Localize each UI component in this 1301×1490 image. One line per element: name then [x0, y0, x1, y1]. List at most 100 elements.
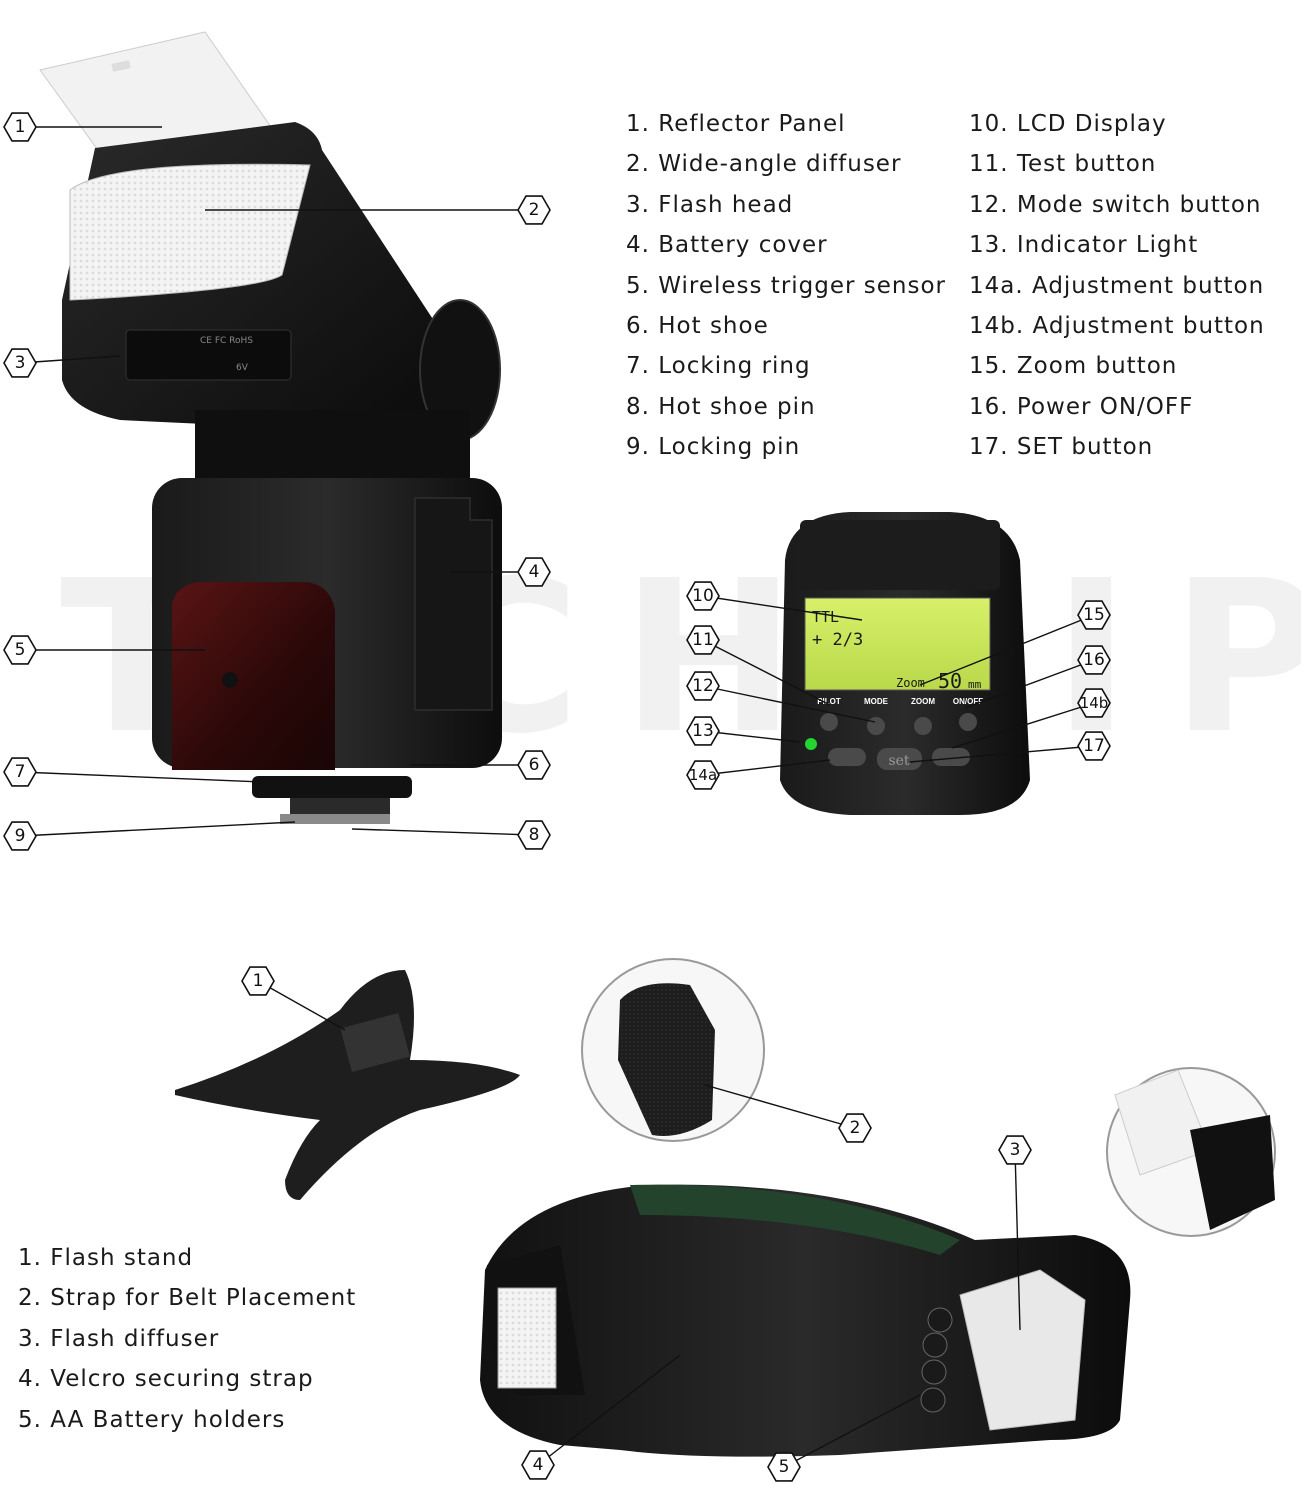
panel-callout-number: 11: [692, 630, 714, 650]
part-label-4: 4. Battery cover: [626, 232, 828, 259]
strap-inset-circle: [581, 958, 765, 1142]
lcd-mode: TTL: [812, 608, 839, 626]
flash-callout-8: 8: [517, 820, 551, 850]
accessory-callout-number: 3: [1010, 1140, 1021, 1160]
panel-leader-11: [702, 639, 831, 706]
accessory-callout-number: 5: [779, 1457, 790, 1477]
wide-angle-diffuser: [69, 163, 311, 301]
flash-leader-9: [19, 821, 296, 837]
flash-callout-5: 5: [3, 635, 37, 665]
diffuser-inset-circle: [1106, 1067, 1276, 1237]
panel-leader-17: [909, 745, 1095, 763]
accessory-leader-3: [1014, 1149, 1021, 1331]
battery-cover-shape: [414, 497, 493, 711]
accessory-callout-number: 4: [533, 1455, 544, 1475]
accessory-callout-1: 1: [241, 966, 275, 996]
left-adjust-button[interactable]: [828, 748, 866, 766]
part-label-5: 5. Wireless trigger sensor: [626, 272, 947, 299]
flash-callout-9: 9: [3, 821, 37, 851]
flash-leader-7: [19, 771, 263, 783]
part-label-14a: 14a. Adjustment button: [969, 272, 1265, 299]
panel-callout-14b: 14b: [1077, 688, 1111, 718]
flash-callout-7: 7: [3, 757, 37, 787]
wireless-sensor-window: [172, 582, 335, 770]
part-label-16: 16. Power ON/OFF: [969, 393, 1194, 420]
part-label-13: 13. Indicator Light: [969, 232, 1199, 259]
indicator-light: [805, 738, 817, 750]
mode-button[interactable]: [867, 717, 885, 735]
part-label-17: 17. SET button: [969, 434, 1154, 461]
panel-callout-number: 14a: [689, 766, 717, 784]
part-label-12: 12. Mode switch button: [969, 191, 1262, 218]
panel-leader-14b: [951, 702, 1095, 749]
flash-callout-4: 4: [517, 557, 551, 587]
panel-button-label: ON/OFF: [953, 697, 983, 706]
ce-mark-text: CE FC RoHS: [200, 336, 253, 346]
flash-callout-number: 2: [529, 200, 540, 220]
accessory-label-4: 4. Velcro securing strap: [18, 1366, 314, 1393]
power-button[interactable]: [959, 713, 977, 731]
panel-callout-17: 17: [1077, 731, 1111, 761]
flash-callout-number: 9: [15, 826, 26, 846]
panel-callout-number: 10: [692, 586, 714, 606]
flash-callout-2: 2: [517, 195, 551, 225]
accessory-leader-1: [257, 980, 346, 1031]
panel-leader-14a: [702, 759, 831, 776]
parts-list-col-b: 10. LCD Display 11. Test button 12. Mode s…: [969, 104, 1265, 468]
accessory-callout-4: 4: [521, 1450, 555, 1480]
panel-callout-13: 13: [686, 716, 720, 746]
part-label-10: 10. LCD Display: [969, 111, 1167, 137]
flash-stand-illustration: [175, 970, 520, 1200]
flash-callout-number: 4: [529, 562, 540, 582]
panel-leader-12: [702, 685, 876, 723]
accessory-callout-2: 2: [838, 1113, 872, 1143]
flash-callout-number: 3: [15, 353, 26, 373]
panel-callout-10: 10: [686, 581, 720, 611]
flash-callout-number: 8: [529, 825, 540, 845]
panel-leader-10: [702, 595, 863, 621]
panel-callout-14a: 14a: [686, 760, 720, 790]
flash-callout-number: 1: [15, 117, 26, 137]
flash-callout-3: 3: [3, 348, 37, 378]
accessory-callout-number: 2: [850, 1118, 861, 1138]
set-button[interactable]: [877, 748, 922, 770]
panel-callout-15: 15: [1077, 600, 1111, 630]
accessory-callout-number: 1: [253, 971, 264, 991]
accessory-label-2: 2. Strap for Belt Placement: [18, 1285, 357, 1312]
flash-leader-8: [351, 828, 535, 836]
lcd-zoom-unit: mm: [968, 678, 982, 691]
panel-callout-number: 16: [1083, 650, 1105, 670]
accessory-leader-4: [537, 1354, 681, 1466]
part-label-15: 15. Zoom button: [969, 353, 1178, 380]
panel-callout-number: 12: [692, 676, 714, 696]
part-label-3: 3. Flash head: [626, 191, 794, 218]
hot-shoe-shape: [290, 798, 390, 814]
flash-callout-6: 6: [517, 750, 551, 780]
accessory-callout-5: 5: [767, 1452, 801, 1482]
part-label-9: 9. Locking pin: [626, 434, 801, 461]
panel-leader-13: [702, 730, 801, 743]
panel-button-label: ZOOM: [911, 697, 935, 706]
part-label-1: 1. Reflector Panel: [626, 111, 846, 137]
accessory-leader-5: [783, 1394, 921, 1468]
part-label-8: 8. Hot shoe pin: [626, 393, 816, 420]
panel-callout-12: 12: [686, 671, 720, 701]
pilot-button[interactable]: [820, 713, 838, 731]
lcd-comp: + 2/3: [812, 630, 863, 650]
panel-button-label: MODE: [864, 697, 889, 706]
panel-callout-11: 11: [686, 625, 720, 655]
zoom-button[interactable]: [914, 717, 932, 735]
part-label-11: 11. Test button: [969, 151, 1157, 178]
panel-callout-number: 13: [692, 721, 714, 741]
flash-callout-1: 1: [3, 112, 37, 142]
part-label-14b: 14b. Adjustment button: [969, 312, 1265, 339]
lcd-zoom-label: Zoom: [896, 676, 925, 690]
panel-leader-15: [919, 614, 1095, 686]
accessory-label-3: 3. Flash diffuser: [18, 1325, 220, 1352]
right-adjust-button[interactable]: [932, 748, 970, 766]
locking-ring-shape: [252, 776, 412, 798]
panel-button-label: PILOT: [817, 697, 841, 706]
